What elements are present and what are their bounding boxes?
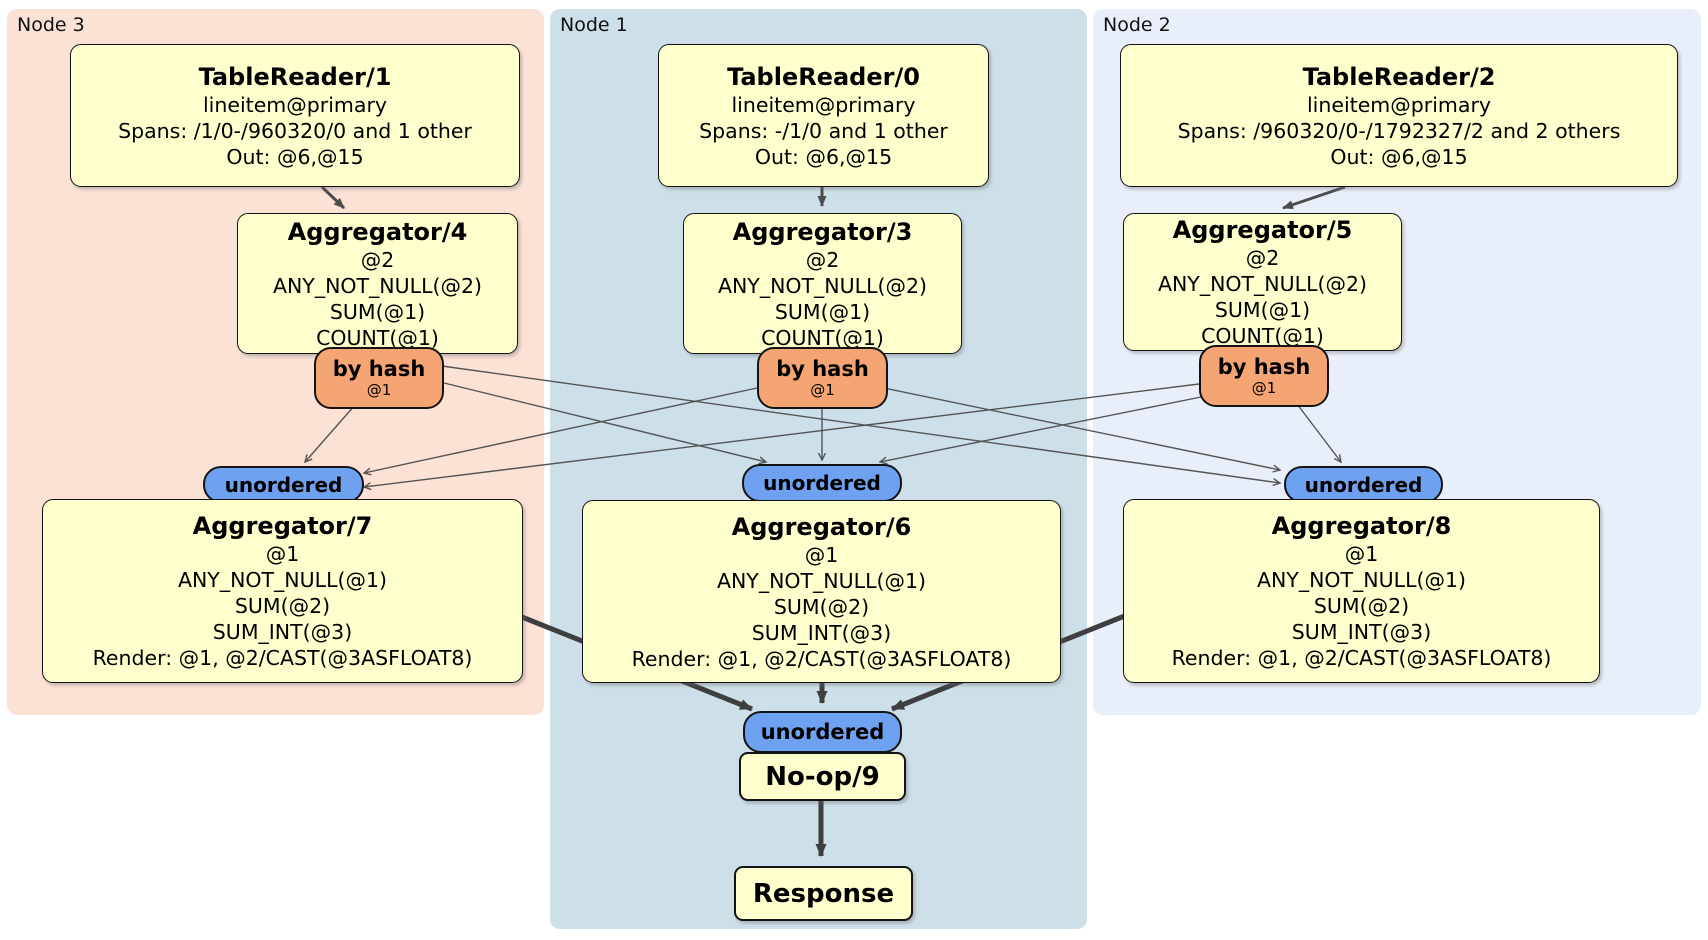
- processor-detail: Spans: /960320/0-/1792327/2 and 2 others: [1177, 118, 1621, 143]
- sync-label: unordered: [760, 720, 885, 744]
- processor-aggregator-8: Aggregator/8 @1 ANY_NOT_NULL(@1) SUM(@2)…: [1123, 499, 1600, 683]
- processor-detail: Out: @6,@15: [1330, 144, 1468, 169]
- processor-title: Aggregator/3: [732, 217, 913, 246]
- processor-detail: SUM_INT(@3): [1291, 620, 1432, 644]
- processor-detail: ANY_NOT_NULL(@1): [177, 568, 388, 592]
- processor-detail: @2: [360, 247, 395, 272]
- processor-detail: Render: @1, @2/CAST(@3ASFLOAT8): [92, 646, 473, 670]
- processor-detail: COUNT(@1): [316, 325, 439, 350]
- sync-label: unordered: [763, 471, 881, 495]
- sync-unordered-node1: unordered: [742, 464, 902, 502]
- processor-detail: Render: @1, @2/CAST(@3ASFLOAT8): [1171, 646, 1552, 670]
- processor-detail: Render: @1, @2/CAST(@3ASFLOAT8): [631, 646, 1012, 671]
- processor-detail: lineitem@primary: [1306, 92, 1492, 117]
- router-detail: @1: [1251, 379, 1277, 397]
- processor-title: TableReader/1: [198, 62, 392, 91]
- processor-tablereader-1: TableReader/1 lineitem@primary Spans: /1…: [70, 44, 520, 187]
- processor-detail: Spans: /1/0-/960320/0 and 1 other: [118, 118, 472, 143]
- processor-detail: @1: [265, 542, 300, 566]
- processor-detail: SUM(@2): [1313, 594, 1410, 618]
- processor-detail: COUNT(@1): [761, 325, 884, 350]
- processor-detail: @1: [1344, 542, 1379, 566]
- processor-detail: lineitem@primary: [202, 92, 388, 117]
- processor-title: TableReader/0: [727, 62, 920, 91]
- processor-noop-9: No-op/9: [739, 752, 906, 801]
- processor-detail: COUNT(@1): [1201, 324, 1324, 348]
- sync-unordered-final: unordered: [743, 711, 902, 753]
- router-label: by hash: [776, 357, 869, 381]
- sync-label: unordered: [224, 472, 343, 497]
- sync-unordered-node3: unordered: [203, 466, 364, 503]
- router-by-hash-node3: by hash @1: [314, 347, 444, 409]
- processor-detail: ANY_NOT_NULL(@2): [717, 273, 928, 298]
- processor-detail: SUM_INT(@3): [751, 620, 892, 645]
- processor-aggregator-5: Aggregator/5 @2 ANY_NOT_NULL(@2) SUM(@1)…: [1123, 213, 1402, 351]
- processor-tablereader-2: TableReader/2 lineitem@primary Spans: /9…: [1120, 44, 1678, 187]
- router-detail: @1: [810, 381, 835, 399]
- processor-detail: @2: [1245, 246, 1280, 270]
- processor-detail: SUM_INT(@3): [212, 620, 353, 644]
- processor-detail: lineitem@primary: [731, 92, 916, 117]
- processor-aggregator-6: Aggregator/6 @1 ANY_NOT_NULL(@1) SUM(@2)…: [582, 500, 1061, 683]
- processor-detail: SUM(@2): [773, 594, 870, 619]
- processor-aggregator-3: Aggregator/3 @2 ANY_NOT_NULL(@2) SUM(@1)…: [683, 213, 962, 354]
- processor-tablereader-0: TableReader/0 lineitem@primary Spans: -/…: [658, 44, 989, 187]
- router-label: by hash: [332, 357, 426, 381]
- node2-region-label: Node 2: [1103, 14, 1171, 36]
- processor-title: Aggregator/4: [287, 217, 468, 246]
- processor-detail: ANY_NOT_NULL(@1): [716, 568, 927, 593]
- sync-unordered-node2: unordered: [1284, 466, 1443, 503]
- processor-detail: Out: @6,@15: [226, 144, 364, 169]
- processor-detail: SUM(@2): [234, 594, 331, 618]
- router-label: by hash: [1217, 355, 1311, 379]
- router-detail: @1: [366, 381, 392, 399]
- processor-detail: Out: @6,@15: [754, 144, 893, 169]
- processor-title: Aggregator/6: [731, 512, 912, 541]
- node3-region-label: Node 3: [17, 14, 85, 36]
- sync-label: unordered: [1304, 472, 1423, 497]
- processor-title: Aggregator/7: [192, 512, 373, 540]
- processor-title: Aggregator/5: [1172, 216, 1353, 244]
- processor-detail: ANY_NOT_NULL(@2): [272, 273, 483, 298]
- router-by-hash-node1: by hash @1: [757, 347, 888, 409]
- processor-detail: SUM(@1): [774, 299, 871, 324]
- node1-region-label: Node 1: [560, 14, 628, 36]
- response-node: Response: [734, 866, 913, 921]
- processor-detail: @2: [805, 247, 840, 272]
- processor-detail: ANY_NOT_NULL(@1): [1256, 568, 1467, 592]
- processor-aggregator-7: Aggregator/7 @1 ANY_NOT_NULL(@1) SUM(@2)…: [42, 499, 523, 683]
- processor-aggregator-4: Aggregator/4 @2 ANY_NOT_NULL(@2) SUM(@1)…: [237, 213, 518, 354]
- processor-detail: Spans: -/1/0 and 1 other: [699, 118, 948, 143]
- processor-detail: @1: [804, 542, 839, 567]
- router-by-hash-node2: by hash @1: [1199, 345, 1329, 407]
- processor-title: No-op/9: [765, 761, 880, 792]
- processor-title: Aggregator/8: [1271, 512, 1452, 540]
- processor-detail: SUM(@1): [329, 299, 426, 324]
- processor-detail: SUM(@1): [1214, 298, 1311, 322]
- processor-title: Response: [752, 878, 895, 909]
- processor-title: TableReader/2: [1302, 62, 1496, 91]
- processor-detail: ANY_NOT_NULL(@2): [1157, 272, 1368, 296]
